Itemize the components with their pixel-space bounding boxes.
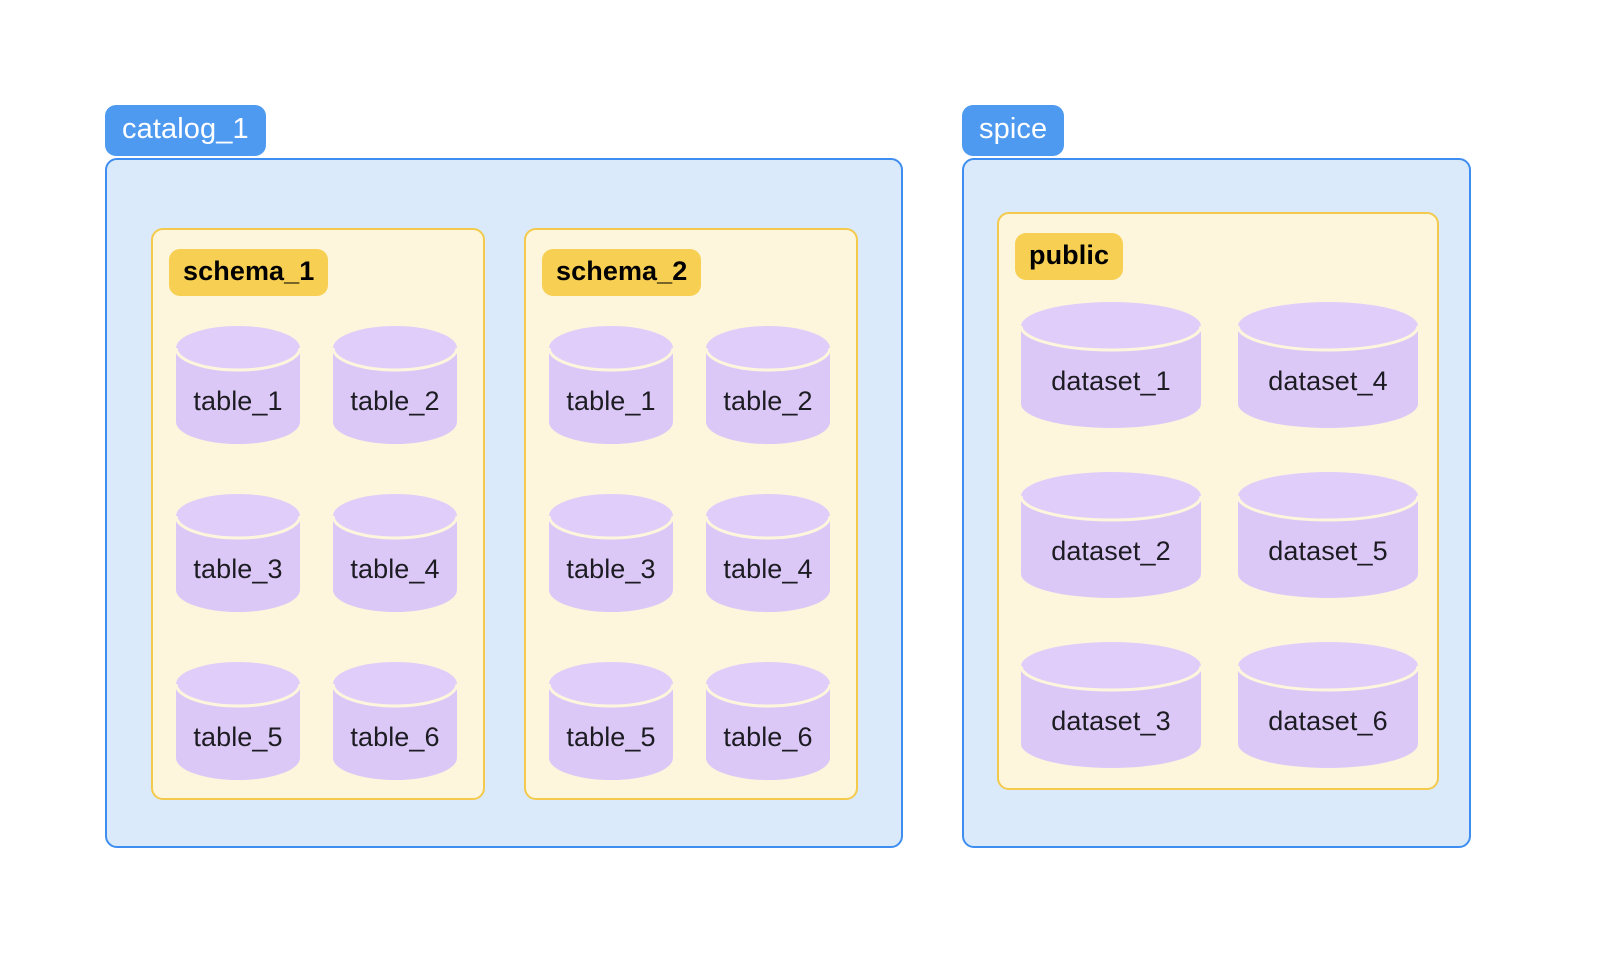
cylinder-label: table_2 <box>723 386 813 416</box>
cylinder-label: table_6 <box>723 722 813 752</box>
catalog-panel-spice[interactable]: public dataset_1 dataset_4 <box>962 158 1471 848</box>
cylinder-label: dataset_2 <box>1051 536 1171 566</box>
table-cylinder[interactable]: table_6 <box>704 662 832 780</box>
cylinder-label: table_3 <box>193 554 283 584</box>
dataset-cylinder[interactable]: dataset_4 <box>1236 302 1420 428</box>
schema-panel-schema_1[interactable]: schema_1 table_1 table_2 <box>151 228 485 800</box>
schema-label-public[interactable]: public <box>1015 233 1124 280</box>
table-cylinder[interactable]: table_5 <box>547 662 675 780</box>
catalog-label-catalog_1[interactable]: catalog_1 <box>105 105 266 156</box>
cylinder-label: table_4 <box>723 554 813 584</box>
table-cylinder[interactable]: table_6 <box>331 662 459 780</box>
table-cylinder[interactable]: table_1 <box>547 326 675 444</box>
cylinder-label: table_1 <box>566 386 656 416</box>
dataset-cylinder[interactable]: dataset_2 <box>1019 472 1203 598</box>
table-cylinder[interactable]: table_2 <box>704 326 832 444</box>
table-cylinder[interactable]: table_4 <box>704 494 832 612</box>
schema-panel-public[interactable]: public dataset_1 dataset_4 <box>997 212 1439 790</box>
cylinder-label: table_1 <box>193 386 283 416</box>
cylinder-label: table_6 <box>350 722 440 752</box>
table-cylinder[interactable]: table_5 <box>174 662 302 780</box>
dataset-cylinder[interactable]: dataset_1 <box>1019 302 1203 428</box>
cylinder-label: dataset_3 <box>1051 706 1171 736</box>
cylinder-label: table_2 <box>350 386 440 416</box>
schema-label-schema_2[interactable]: schema_2 <box>542 249 702 296</box>
dataset-cylinder[interactable]: dataset_3 <box>1019 642 1203 768</box>
table-cylinder[interactable]: table_2 <box>331 326 459 444</box>
catalog-label-spice[interactable]: spice <box>962 105 1065 156</box>
table-cylinder[interactable]: table_3 <box>174 494 302 612</box>
table-cylinder[interactable]: table_4 <box>331 494 459 612</box>
cylinder-label: table_3 <box>566 554 656 584</box>
cylinder-label: dataset_6 <box>1268 706 1388 736</box>
schema-label-schema_1[interactable]: schema_1 <box>169 249 329 296</box>
cylinder-label: dataset_1 <box>1051 366 1171 396</box>
cylinder-label: dataset_4 <box>1268 366 1388 396</box>
table-cylinder[interactable]: table_3 <box>547 494 675 612</box>
cylinder-label: table_5 <box>193 722 283 752</box>
cylinder-label: dataset_5 <box>1268 536 1388 566</box>
table-cylinder[interactable]: table_1 <box>174 326 302 444</box>
dataset-cylinder[interactable]: dataset_6 <box>1236 642 1420 768</box>
cylinder-label: table_5 <box>566 722 656 752</box>
dataset-cylinder[interactable]: dataset_5 <box>1236 472 1420 598</box>
cylinder-label: table_4 <box>350 554 440 584</box>
schema-panel-schema_2[interactable]: schema_2 table_1 table_2 <box>524 228 858 800</box>
catalog-panel-catalog_1[interactable]: schema_1 table_1 table_2 <box>105 158 903 848</box>
